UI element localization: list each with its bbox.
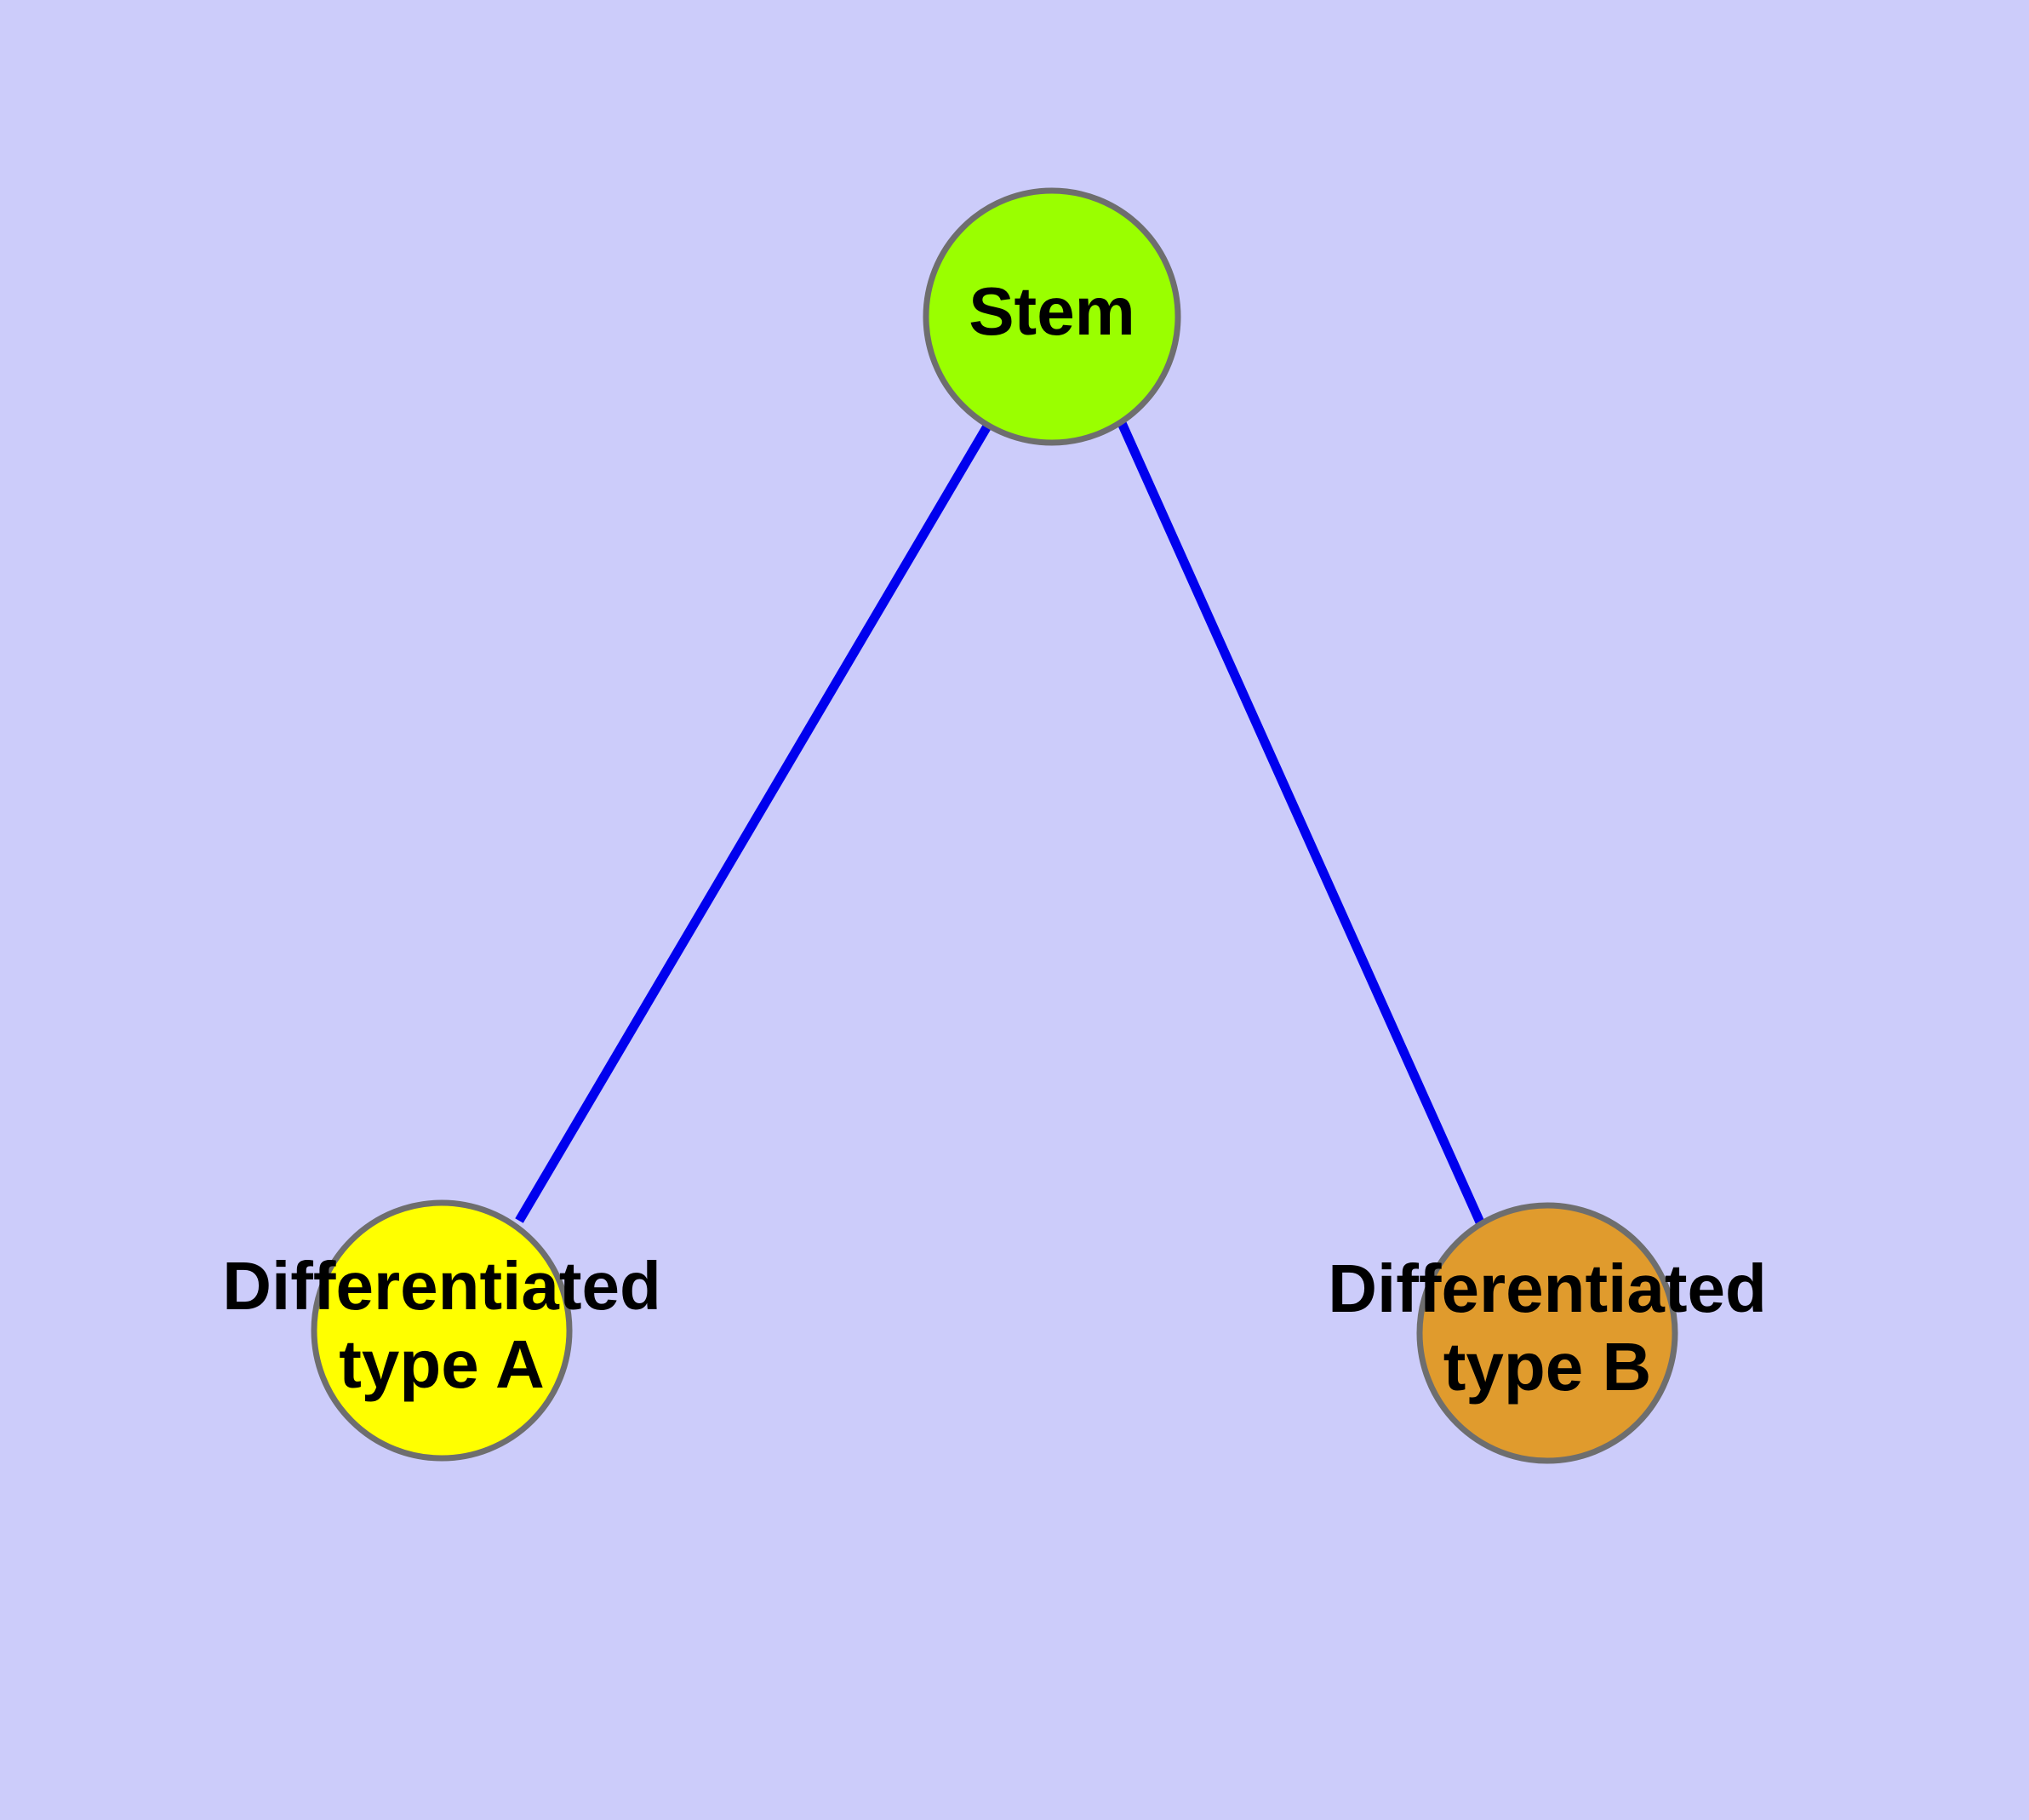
nodes-group: Stem Differentiated type A Differentiate…	[222, 187, 1767, 1464]
node-differentiated-type-b-circle[interactable]	[1416, 1202, 1678, 1464]
edges-group	[515, 421, 1486, 1227]
node-stem-label-line-1: Stem	[969, 273, 1135, 349]
node-differentiated-type-a-label-line-1: Differentiated	[222, 1248, 661, 1324]
node-differentiated-type-b-label-line-2: type B	[1443, 1329, 1652, 1405]
node-differentiated-type-a[interactable]: Differentiated type A	[222, 1199, 661, 1462]
node-stem[interactable]: Stem	[923, 187, 1181, 446]
node-stem-circle[interactable]	[923, 187, 1181, 446]
node-differentiated-type-b[interactable]: Differentiated type B	[1328, 1202, 1767, 1464]
node-differentiated-type-b-label-line-1: Differentiated	[1328, 1251, 1767, 1326]
node-differentiated-type-a-label-line-2: type A	[339, 1326, 545, 1402]
node-differentiated-type-a-circle[interactable]	[311, 1199, 573, 1462]
edge-stem-to-differentiated-type-a[interactable]	[515, 422, 992, 1223]
edge-stem-to-differentiated-type-b[interactable]	[1117, 421, 1486, 1227]
